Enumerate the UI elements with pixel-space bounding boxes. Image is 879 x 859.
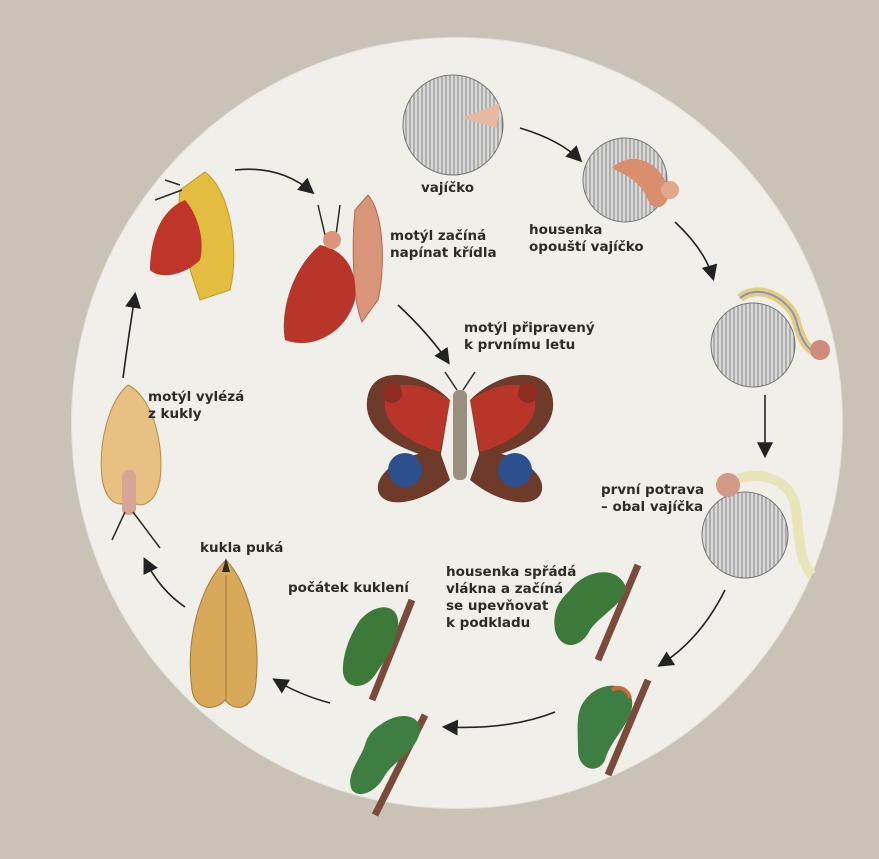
caterpillar-leaving-egg-illustration xyxy=(583,138,679,222)
arrow-pupa-to-emerging xyxy=(145,560,185,607)
label-wings-spreading: motýl začíná napínat křídla xyxy=(390,228,497,262)
label-pupa-bursts: kukla puká xyxy=(200,540,283,557)
label-caterpillar-leaves-egg: housenka opouští vajíčko xyxy=(529,222,644,256)
arrow-twig-to-pupa xyxy=(275,680,330,703)
egg-illustration xyxy=(403,75,503,175)
pupation-start-illustration xyxy=(343,600,412,700)
arrow-hatch-to-first-hatchling xyxy=(675,222,713,278)
butterfly-spreading-wings-illustration xyxy=(284,195,383,343)
label-ready-to-fly: motýl připravený k prvnímu letu xyxy=(464,320,595,354)
caterpillar-on-twig-illustration xyxy=(350,715,425,815)
arrow-emerging-to-clinging xyxy=(123,295,135,378)
butterfly-clinging-illustration xyxy=(150,172,234,300)
arrow-food-to-spinning xyxy=(660,590,725,665)
label-first-food: první potrava – obal vajíčka xyxy=(601,482,704,516)
arrow-spreading-to-ready xyxy=(398,305,448,362)
label-spinning-silk: housenka spřádá vlákna a začíná se upevň… xyxy=(446,564,576,632)
peacock-butterfly-illustration xyxy=(367,372,553,502)
pupa-bursts-illustration xyxy=(190,558,257,707)
label-pupation-start: počátek kuklení xyxy=(288,580,409,597)
arrow-egg-to-hatch xyxy=(520,128,580,160)
label-butterfly-emerges: motýl vylézá z kukly xyxy=(148,389,244,423)
first-food-illustration xyxy=(702,473,812,578)
label-egg: vajíčko xyxy=(421,180,474,197)
arrow-clinging-to-spreading xyxy=(235,169,312,192)
caterpillar-hanging-illustration xyxy=(578,680,648,775)
arrow-spinning-to-twig xyxy=(445,712,555,727)
hatchling-on-egg-illustration xyxy=(711,292,830,387)
